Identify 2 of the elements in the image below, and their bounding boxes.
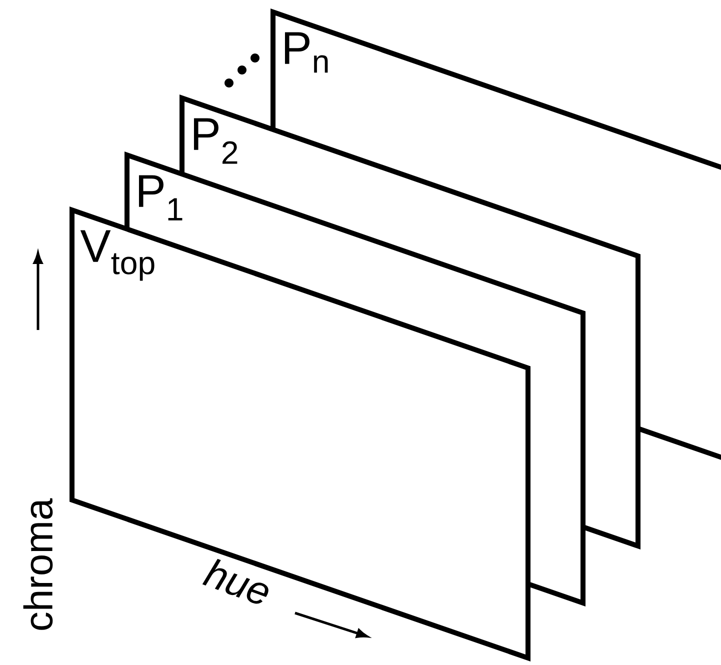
axis-label: hue: [202, 558, 268, 604]
axis-label: chroma: [23, 498, 53, 630]
